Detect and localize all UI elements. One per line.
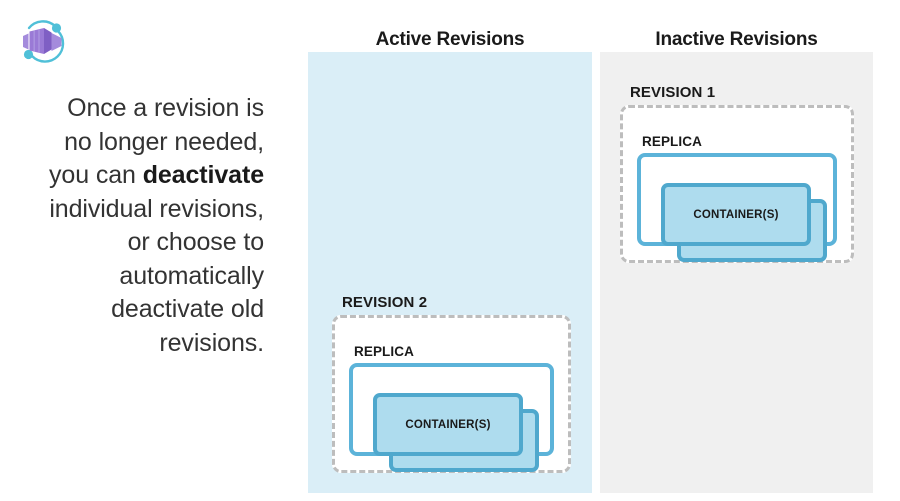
revision-1-replica-label: REPLICA xyxy=(642,134,702,149)
description-line-3-prefix: you can xyxy=(48,161,143,189)
description-line-6: automatically xyxy=(119,261,264,290)
description-column: Once a revision is no longer needed, you… xyxy=(0,0,290,501)
revision-group-1[interactable]: REVISION 1 REPLICA CONTAINER(S) xyxy=(620,84,854,263)
revision-group-2[interactable]: REVISION 2 REPLICA CONTAINER(S) xyxy=(332,294,571,473)
revision-1-replica-box: CONTAINER(S) xyxy=(637,153,837,262)
revision-1-container-card-front: CONTAINER(S) xyxy=(661,183,811,246)
description-line-4: individual revisions, xyxy=(49,194,264,223)
azure-container-apps-icon xyxy=(16,16,68,66)
revision-1-label: REVISION 1 xyxy=(630,84,716,101)
revision-2-replica-label: REPLICA xyxy=(354,344,414,359)
revision-1-box: REPLICA CONTAINER(S) xyxy=(620,105,854,263)
description-line-7: deactivate old xyxy=(111,295,264,323)
inactive-revisions-title: Inactive Revisions xyxy=(655,29,818,50)
description-line-5: or choose to xyxy=(127,228,264,256)
description-line-2: no longer needed, xyxy=(64,127,264,156)
revision-2-container-label: CONTAINER(S) xyxy=(405,418,491,431)
description-emphasis-deactivate: deactivate xyxy=(142,161,264,189)
revision-2-container-card-front: CONTAINER(S) xyxy=(373,393,523,456)
revision-2-box: REPLICA CONTAINER(S) xyxy=(332,315,571,473)
description-line-1: Once a revision is xyxy=(67,94,264,122)
revision-2-replica-box: CONTAINER(S) xyxy=(349,363,554,472)
active-revisions-title: Active Revisions xyxy=(375,29,525,50)
description-line-8: revisions. xyxy=(159,328,264,357)
revision-1-container-label: CONTAINER(S) xyxy=(693,208,779,221)
revision-2-label: REVISION 2 xyxy=(342,294,428,311)
description-paragraph: Once a revision is no longer needed, you… xyxy=(8,92,264,360)
